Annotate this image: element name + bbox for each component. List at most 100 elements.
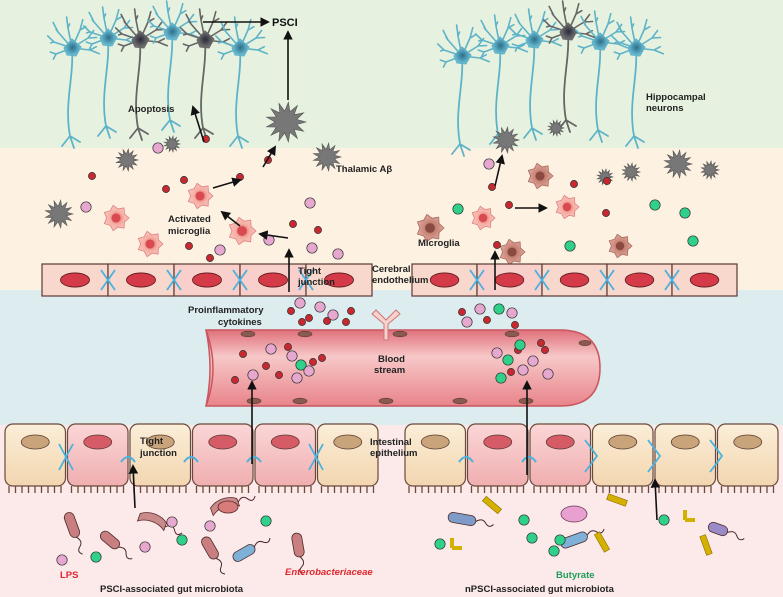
butyrate-dot — [518, 514, 530, 526]
epithelial-cell — [529, 423, 592, 487]
tight-junction-icon — [584, 439, 599, 473]
hippocampal-label-2: neurons — [646, 103, 683, 114]
epithelial-cell — [591, 423, 654, 487]
cytokine-dot — [483, 316, 491, 324]
cytokine-dot — [603, 177, 611, 185]
butyrate-dot — [548, 545, 560, 557]
proinflammatory-label-1: Proinflammatory — [188, 305, 264, 316]
neuron-icon — [610, 16, 665, 149]
microglia-cells — [103, 162, 633, 266]
epithelial-cell — [66, 423, 129, 487]
cytokine-dot — [303, 365, 315, 377]
amyloid-plaque-icon — [115, 147, 140, 173]
microvilli — [408, 486, 462, 493]
tight-junction-icon — [458, 456, 474, 463]
neuron-icon — [574, 10, 629, 143]
arrow-microglia-up — [220, 210, 241, 227]
tight-junction-icon — [58, 443, 74, 471]
butyrate-bar-icon — [593, 531, 611, 553]
tight-junction-icon — [166, 269, 182, 291]
blood-label-1: Blood — [378, 354, 405, 365]
epithelial-nucleus — [333, 434, 363, 450]
cytokine-dot — [327, 309, 339, 321]
neuron-group-left — [46, 0, 269, 149]
butyrate-dot — [176, 534, 188, 546]
cytokine-dot — [458, 308, 466, 316]
vessel-endothelial-nuclei — [240, 330, 592, 405]
npsci-microbiota-label: nPSCI-associated gut microbiota — [465, 584, 615, 595]
cytokine-dot — [505, 201, 513, 209]
epithelial-nucleus — [145, 434, 175, 450]
epithelial-nucleus — [20, 434, 50, 450]
psci-label: PSCI — [272, 17, 298, 29]
cytokine-dot — [304, 197, 316, 209]
cytokine-dot — [247, 369, 259, 381]
cytokine-dot — [314, 226, 322, 234]
microglia-label: Microglia — [418, 238, 460, 249]
cytokine-dot — [284, 343, 292, 351]
cytokine-dot — [306, 242, 318, 254]
intestinal-label-1: Intestinal — [370, 437, 412, 448]
bacterium-icon — [560, 505, 588, 523]
epithelial-nucleus — [208, 434, 238, 450]
microglia-nucleus — [562, 202, 572, 212]
tight-junction-icon — [647, 439, 662, 473]
endothelial-cell — [671, 263, 738, 297]
butyrate-dot — [90, 551, 102, 563]
microvilli — [533, 486, 587, 493]
butyrate-bar-icon — [606, 493, 628, 507]
activated-microglia-label-1: Activated — [168, 214, 211, 225]
arrow-to-microglia — [258, 230, 289, 240]
endothelial-nucleus — [324, 272, 354, 288]
butyrate-dot — [554, 534, 566, 546]
endothelial-nucleus — [126, 272, 156, 288]
tight-junction-icon — [298, 269, 314, 291]
cytokine-dot — [275, 371, 283, 379]
cytokine-dot — [511, 321, 519, 329]
epithelial-nucleus — [733, 434, 763, 450]
butyrate-dot — [679, 207, 691, 219]
neuron-icon — [474, 14, 529, 147]
microvilli — [8, 486, 62, 493]
enterobacteriaceae-label: Enterobacteriaceae — [285, 567, 373, 578]
butyrate-dot — [514, 339, 526, 351]
epithelial-cell — [254, 423, 317, 487]
cerebral-label-2: endothelium — [372, 275, 428, 286]
lps-label: LPS — [60, 570, 78, 581]
butyrate-dot — [295, 359, 307, 371]
psci-microbiota-label: PSCI-associated gut microbiota — [100, 584, 244, 595]
cytokine-dot — [289, 220, 297, 228]
cytokine-dot — [236, 173, 244, 181]
microvilli — [320, 486, 375, 493]
butyrate-dot — [649, 199, 661, 211]
cerebral-label-1: Cerebral — [372, 264, 411, 275]
cytokine-dot — [309, 358, 317, 366]
bacterium-icon — [201, 536, 226, 575]
cytokine-dot — [185, 242, 193, 250]
cytokine-dot — [517, 364, 529, 376]
neuron-icon — [82, 6, 137, 139]
cerebral-endothelium-right — [411, 263, 738, 297]
cytokine-dot — [323, 317, 331, 325]
cytokine-dot — [166, 516, 178, 528]
microglia-nucleus — [425, 223, 435, 233]
tight-junction-lower-2: junction — [139, 448, 177, 459]
cytokine-dot — [231, 376, 239, 384]
microvilli — [720, 486, 775, 493]
cytokine-dot — [342, 318, 350, 326]
endothelial-nucleus — [429, 272, 460, 288]
amyloid-plaque-icon — [44, 198, 75, 230]
tight-junction-lower-1: Tight — [140, 436, 164, 447]
epithelial-nucleus — [670, 434, 700, 450]
activated-microglia-label-2: microglia — [168, 226, 211, 237]
amyloid-plaque-icon — [700, 160, 721, 180]
microvilli — [470, 486, 525, 493]
endothelial-nucleus — [60, 272, 90, 288]
cytokine-dot — [162, 185, 170, 193]
blood-label-2: stream — [374, 365, 405, 376]
hippocampal-label-1: Hippocampal — [646, 92, 706, 103]
arrow-to-plaque — [262, 145, 276, 168]
epithelial-nucleus — [545, 434, 575, 450]
pathway-arrows — [128, 17, 661, 521]
